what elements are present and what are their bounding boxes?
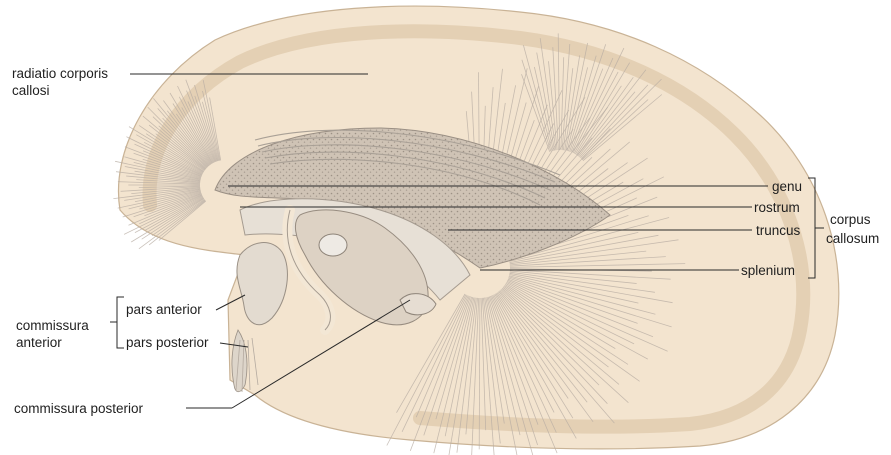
commissura-anterior-bracket xyxy=(110,297,124,348)
label-commissura-line2: anterior xyxy=(16,335,62,350)
label-corpus-line2: callosum xyxy=(826,231,879,246)
label-radiatio-line1: radiatio corporis xyxy=(12,66,108,81)
label-commissura-line1: commissura xyxy=(16,318,89,333)
label-commissura-posterior: commissura posterior xyxy=(14,401,144,416)
label-truncus: truncus xyxy=(756,223,801,238)
label-radiatio-line2: callosi xyxy=(12,83,50,98)
label-pars-anterior: pars anterior xyxy=(126,302,202,317)
label-pars-posterior: pars posterior xyxy=(126,335,209,350)
label-rostrum: rostrum xyxy=(754,200,800,215)
label-genu: genu xyxy=(772,179,802,194)
label-corpus-line1: corpus xyxy=(830,212,871,227)
interthalamic-adhesion xyxy=(319,234,347,256)
label-splenium: splenium xyxy=(741,263,795,278)
